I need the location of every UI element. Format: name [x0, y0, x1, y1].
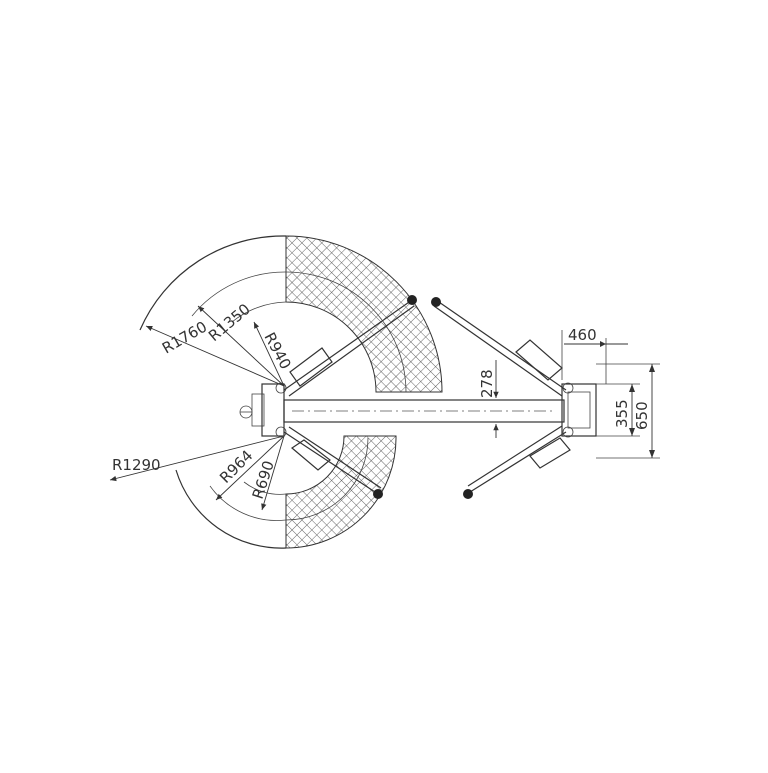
label-r1760: R1760 — [159, 318, 210, 358]
dimensions — [493, 330, 660, 459]
right-upper-arm — [431, 297, 567, 397]
left-upper-arm — [283, 295, 417, 397]
lower-swing-zone — [109, 435, 397, 549]
label-460: 460 — [568, 326, 597, 344]
cross-beam — [283, 399, 565, 423]
label-355: 355 — [613, 399, 631, 428]
label-278: 278 — [478, 369, 496, 398]
arc-r690 — [243, 481, 287, 495]
label-r1350: R1350 — [205, 300, 254, 345]
label-r940: R940 — [260, 329, 294, 372]
upper-swing-zone — [139, 235, 443, 393]
upper-hatched-area — [285, 235, 443, 393]
right-lower-arm — [463, 425, 571, 499]
arc-r964 — [209, 485, 287, 521]
right-post — [561, 382, 597, 438]
arc-r940 — [231, 301, 287, 323]
arc-r1290 — [175, 469, 287, 549]
left-lower-arm — [283, 426, 383, 499]
lower-hatched-area — [285, 435, 397, 549]
left-post — [239, 382, 287, 438]
label-650: 650 — [633, 401, 651, 430]
label-r1290: R1290 — [112, 456, 161, 474]
arc-r1760 — [139, 235, 287, 331]
